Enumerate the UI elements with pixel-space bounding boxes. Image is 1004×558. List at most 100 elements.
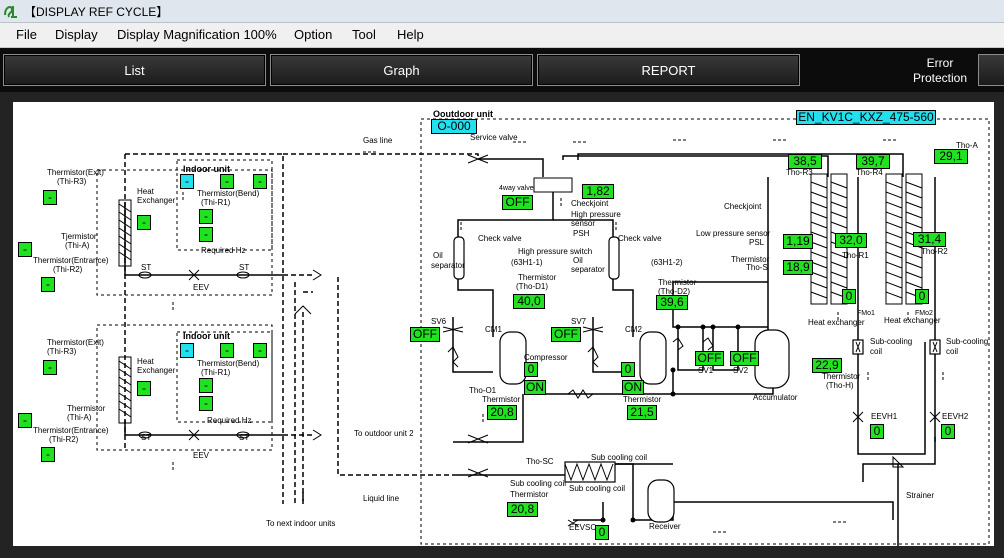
thermistor-tho-d1-label: Thermistor xyxy=(518,273,557,282)
indoor2-required-hz-value: - xyxy=(199,396,213,411)
list-button[interactable]: List xyxy=(3,54,266,86)
eevsc-value: 0 xyxy=(595,525,609,540)
indoor-1-refrigerant-pipe xyxy=(118,199,283,281)
checkjoint-1-label: Checkjoint xyxy=(571,199,609,208)
tho-r1-value: 32,0 xyxy=(835,233,867,248)
psl-label: PSL xyxy=(749,238,765,247)
indoor1-eev-label: EEV xyxy=(193,283,210,292)
next-indoor-arrows xyxy=(294,269,322,441)
fmo1-value: 0 xyxy=(842,289,856,304)
cm2-value: 0 xyxy=(621,362,635,377)
oil-separator-1b-label: separator xyxy=(431,261,465,270)
sv6-value[interactable]: OFF xyxy=(410,327,440,342)
indoor2-value-1: - xyxy=(220,343,234,358)
model-name-box[interactable]: EN_KV1C_KXZ_475-560 xyxy=(796,110,936,125)
eevh2-value: 0 xyxy=(941,424,955,439)
indoor-unit-1-inner-frame xyxy=(176,159,273,251)
tho-l2-value: 21,5 xyxy=(627,405,657,420)
title-bar: 【DISPLAY REF CYCLE】 xyxy=(0,0,1004,23)
sv7-value[interactable]: OFF xyxy=(551,327,581,342)
to-outdoor-unit-2-label: To outdoor unit 2 xyxy=(354,429,414,438)
tho-s-label: Tho-S xyxy=(746,263,768,272)
indoor1-value-1: - xyxy=(220,174,234,189)
tho-d2-label: (Tho-D2) xyxy=(658,287,690,296)
indoor2-heat-label: Heat xyxy=(137,357,155,366)
indoor1-thermistor-bend-value: - xyxy=(199,209,213,224)
tho-a-label: Tho-A xyxy=(956,141,978,150)
cm1-on-value[interactable]: ON xyxy=(524,380,546,395)
error-label-line1: Error xyxy=(926,56,954,70)
thermistor-l1-label: Thermistor xyxy=(482,395,521,404)
eevsc-label: EEVSC xyxy=(569,523,596,532)
indoor1-thermistor-exit-label: Thermistor(Exit) xyxy=(47,168,104,177)
menu-file[interactable]: File xyxy=(16,27,37,42)
check-valve-2-label: Check valve xyxy=(618,234,662,243)
accumulator-label: Accumulator xyxy=(753,393,798,402)
menu-help[interactable]: Help xyxy=(397,27,424,42)
tho-a-value: 29,1 xyxy=(934,149,968,164)
tho-sc-value: 20,8 xyxy=(507,502,538,517)
indoor1-st1-label: ST xyxy=(141,263,151,272)
diagram-svg: Ooutdoor unit Indoor unit Thermistor(Exi… xyxy=(33,109,990,546)
indoor1-thermistor-bend-label: Thermistor(Bend) xyxy=(197,189,260,198)
to-next-indoor-units-label: To next indoor units xyxy=(266,519,335,528)
report-button[interactable]: REPORT xyxy=(537,54,800,86)
fmo1-label: FMo1 xyxy=(857,310,875,317)
outdoor-unit-id-box[interactable]: O-000 xyxy=(431,119,477,134)
cm2-label: CM2 xyxy=(625,325,642,334)
indoor1-heat-exchanger-value: - xyxy=(137,215,151,230)
indoor2-thi-r3-label: (Thi-R3) xyxy=(47,347,77,356)
indoor1-required-hz-value: - xyxy=(199,227,213,242)
oil-separator-2-label: Oil xyxy=(573,256,583,265)
tho-sc-label: Tho-SC xyxy=(526,457,554,466)
high-pressure-label: High pressure xyxy=(571,210,621,219)
oil-separator-1-label: Oil xyxy=(433,251,443,260)
graph-button[interactable]: Graph xyxy=(270,54,533,86)
outdoor-valves-and-coils xyxy=(442,154,941,527)
indoor2-thermistor-entrance-label: Thermistor(Entrance) xyxy=(33,426,109,435)
tho-h-value: 22,9 xyxy=(812,358,842,373)
indoor1-value-2: - xyxy=(253,174,267,189)
pipe-junction-dots xyxy=(600,324,741,523)
tho-d2-value: 39,6 xyxy=(656,295,688,310)
indoor1-thermistor-entrance-value: - xyxy=(41,277,55,292)
next-button-partial[interactable] xyxy=(978,54,1004,86)
error-protection-label[interactable]: Error Protection xyxy=(900,56,980,86)
indoor1-thi-r3-label: (Thi-R3) xyxy=(57,177,87,186)
sv2-value[interactable]: OFF xyxy=(730,351,759,366)
tho-r3-label: Tho-R3 xyxy=(786,168,813,177)
four-way-valve-label: 4way valve xyxy=(499,185,534,192)
indoor2-heat-exchanger-value: - xyxy=(137,381,151,396)
thermistor-tho-h-label: Thermistor xyxy=(822,372,861,381)
psh-value: 1,82 xyxy=(582,184,614,199)
sv6-label: SV6 xyxy=(431,317,447,326)
menu-display-magnification[interactable]: Display Magnification 100% xyxy=(117,27,277,42)
sub-cooling-coil-2b-label: coil xyxy=(946,347,958,356)
menu-tool[interactable]: Tool xyxy=(352,27,376,42)
sv1-label: SV1 xyxy=(698,366,714,375)
indoor2-thermistor-exit-value: - xyxy=(43,360,57,375)
eevh1-value: 0 xyxy=(870,424,884,439)
tho-d1-value: 40,0 xyxy=(513,294,545,309)
sub-cooling-coil-3-label: Sub cooling coil xyxy=(591,453,647,462)
indoor2-thi-r1-label: (Thi-R1) xyxy=(201,368,231,377)
ref-cycle-diagram: Ooutdoor unit Indoor unit Thermistor(Exi… xyxy=(13,102,994,546)
indoor1-cyan-indicator[interactable]: - xyxy=(180,174,194,189)
indoor2-cyan-indicator[interactable]: - xyxy=(180,343,194,358)
outdoor-heat-exchangers xyxy=(810,173,923,305)
indoor1-thi-r2-label: (Thi-R2) xyxy=(53,265,83,274)
menu-display[interactable]: Display xyxy=(55,27,98,42)
cm2-on-value[interactable]: ON xyxy=(622,380,644,395)
sub-cooling-coil-1-label: Sub-cooling xyxy=(870,337,912,346)
sv1-value[interactable]: OFF xyxy=(695,351,724,366)
app-logo-icon xyxy=(4,6,17,18)
gas-line-label: Gas line xyxy=(363,136,393,145)
fmo2-value: 0 xyxy=(915,289,929,304)
menu-option[interactable]: Option xyxy=(294,27,333,42)
tho-r2-value: 31,4 xyxy=(913,232,946,247)
tho-r4-value: 39,7 xyxy=(856,154,890,169)
indoor2-thi-a-label: (Thi-A) xyxy=(67,413,92,422)
sensor-label: sensor xyxy=(571,219,595,228)
four-way-valve-value[interactable]: OFF xyxy=(502,195,533,210)
indoor1-required-hz-label: Required Hz xyxy=(201,246,245,255)
